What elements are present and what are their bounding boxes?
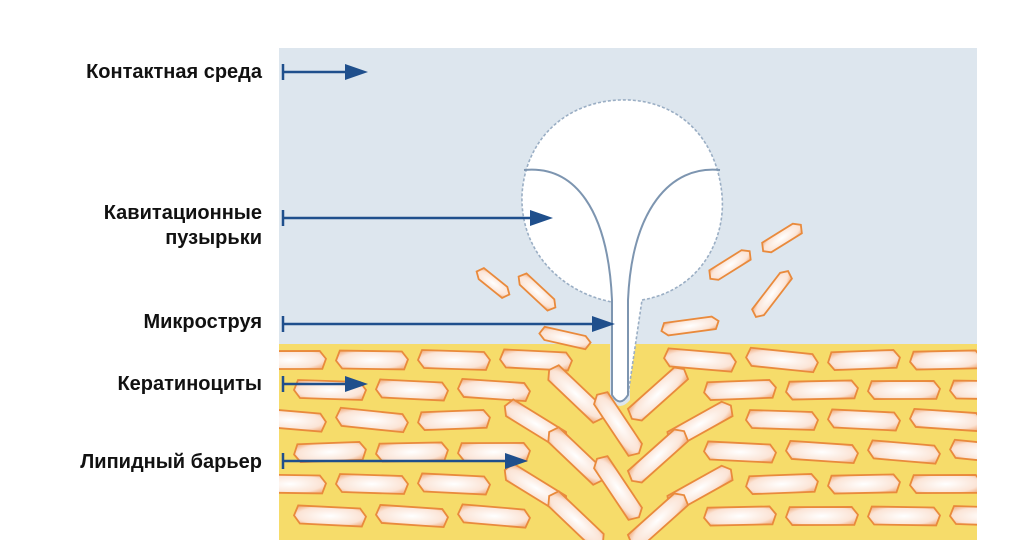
keratinocyte-cell — [279, 473, 328, 495]
keratinocyte-cell — [660, 315, 720, 337]
keratinocyte-cell — [866, 505, 942, 527]
arrow-cavitation — [281, 210, 553, 226]
keratinocyte-cell — [279, 407, 327, 433]
keratinocyte-cell — [908, 407, 977, 433]
keratinocyte-cell — [703, 505, 777, 527]
keratinocyte-cell — [785, 506, 859, 526]
keratinocyte-cell — [292, 504, 368, 528]
keratinocyte-cell — [948, 379, 977, 401]
keratinocyte-cell — [949, 438, 977, 466]
keratinocyte-cell — [751, 270, 793, 318]
keratinocyte-cell — [626, 366, 690, 422]
keratinocyte-cell — [867, 380, 941, 400]
keratinocyte-cell — [702, 440, 778, 464]
keratinocyte-cell — [909, 349, 977, 371]
keratinocyte-cell — [538, 325, 592, 351]
cell-fragments — [475, 222, 803, 351]
keratinocyte-cell — [827, 349, 901, 371]
keratinocyte-cell — [784, 439, 860, 465]
keratinocyte-cell — [334, 349, 410, 371]
keratinocyte-cell — [745, 473, 819, 495]
label-cavitation-line2: пузырьки — [165, 227, 262, 249]
keratinocyte-cell — [547, 490, 605, 540]
keratinocyte-cell — [708, 249, 752, 281]
keratinocyte-cell — [457, 503, 531, 529]
keratinocyte-cell — [416, 472, 492, 496]
keratinocyte-cell — [703, 379, 777, 401]
keratinocyte-cell — [827, 473, 901, 495]
label-cavitation-line1: Кавитационные — [103, 202, 262, 224]
arrow-microjet — [281, 316, 615, 332]
label-contact-medium: Контактная среда — [86, 61, 262, 83]
keratinocyte-cell — [948, 505, 977, 526]
keratinocyte-cell — [498, 348, 574, 372]
keratinocyte-cell — [517, 272, 557, 312]
keratinocyte-cell — [626, 492, 690, 540]
keratinocyte-cell — [279, 350, 327, 370]
keratinocyte-cell — [475, 267, 511, 299]
label-lipid-barrier: Липидный барьер — [80, 451, 262, 473]
keratinocyte-cell — [334, 473, 410, 495]
keratinocyte-cell — [744, 409, 820, 431]
cavitation-bubble — [521, 99, 724, 403]
label-keratinocytes: Кератиноциты — [117, 373, 262, 395]
keratinocyte-cell — [626, 428, 690, 484]
arrow-contact-medium — [281, 64, 368, 80]
keratinocyte-cell — [593, 391, 643, 457]
keratinocyte-cell — [867, 439, 941, 465]
keratinocyte-cell — [593, 455, 643, 521]
keratinocyte-cell — [416, 349, 492, 371]
keratinocyte-cell — [335, 406, 409, 434]
keratinocyte-cell — [293, 441, 367, 463]
microjet — [523, 168, 721, 403]
arrow-keratinocytes — [281, 376, 368, 392]
keratinocyte-cell — [761, 222, 803, 254]
keratinocyte-cell — [663, 347, 737, 373]
keratinocyte-cell — [745, 346, 819, 374]
keratinocyte-cell — [909, 474, 977, 494]
keratinocyte-cell — [374, 503, 450, 529]
label-microjet: Микроструя — [143, 311, 262, 333]
keratinocyte-cells — [279, 346, 977, 540]
keratinocyte-cell — [456, 377, 532, 403]
keratinocyte-cell — [417, 409, 491, 431]
keratinocyte-cell — [785, 379, 859, 401]
arrow-lipid-barrier — [281, 453, 528, 469]
keratinocyte-cell — [826, 408, 902, 432]
keratinocyte-cell — [374, 378, 450, 402]
